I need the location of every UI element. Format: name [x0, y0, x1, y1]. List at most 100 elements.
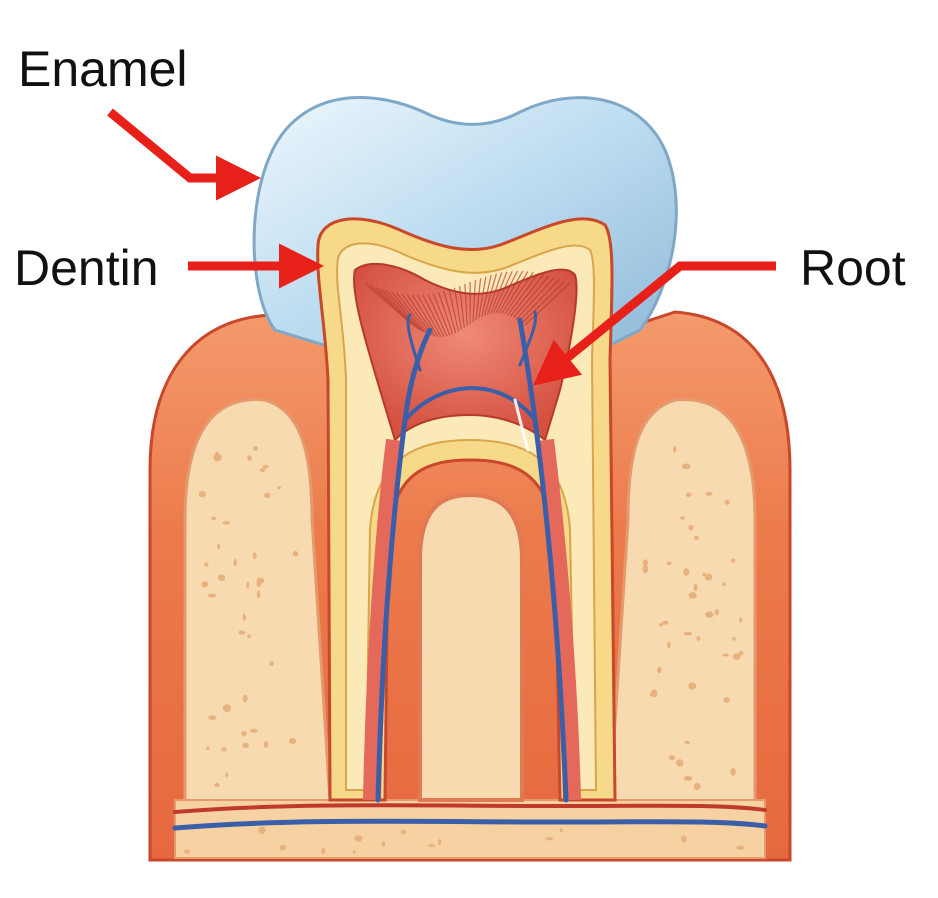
pulp-striation [390, 291, 428, 335]
bone-pore [217, 543, 221, 550]
bone-pore [354, 835, 363, 842]
bone-pore [225, 772, 229, 778]
bone-pore [381, 841, 386, 847]
bone-pore [683, 776, 693, 781]
bone-pore [739, 617, 743, 623]
bone-pore [198, 490, 206, 498]
bone-pore [279, 844, 286, 851]
arrow-root [533, 261, 776, 386]
arrow-enamel [107, 108, 261, 201]
bone-pore [252, 552, 257, 559]
bone-pore [736, 845, 745, 850]
root-canal-left [363, 438, 404, 801]
pulp-striation [524, 282, 571, 326]
bone-pore [545, 837, 554, 841]
pulp-striation [515, 276, 555, 320]
pulp-striation [385, 289, 425, 333]
pulp-striation [422, 294, 445, 338]
bone-pore [210, 516, 217, 521]
bone-pore [264, 492, 271, 498]
bone-pore [183, 849, 191, 854]
bone-pore [705, 611, 714, 618]
bone-pore [738, 650, 744, 656]
pulp-striation [417, 294, 442, 338]
pulp-striation [504, 271, 534, 315]
pulp-striation [380, 288, 422, 332]
pulp-striation [501, 271, 529, 314]
pulp-striation [396, 292, 431, 336]
bone-pore [214, 782, 220, 788]
bone-pore [204, 562, 209, 567]
bone-pore [683, 631, 693, 636]
pulp-striation [507, 272, 539, 316]
pulp-striation [427, 293, 448, 337]
bone-pore [201, 581, 209, 588]
bone-pore [702, 572, 706, 577]
pulp-striation [432, 293, 451, 336]
pulp-striation [518, 278, 560, 322]
bone-pore [222, 704, 232, 713]
pulp-striation [521, 280, 566, 324]
pulp-striation [512, 275, 550, 319]
bone-pore [685, 492, 692, 498]
bone-pore [658, 623, 664, 627]
bone-pore [253, 446, 258, 451]
bone-pore [662, 620, 669, 625]
bone-pore [400, 829, 407, 835]
bone-pore [269, 661, 275, 667]
bone-pore [247, 455, 252, 461]
bone-pore [208, 715, 217, 720]
bone-pore [657, 666, 662, 674]
pulp-striation [453, 287, 462, 330]
bone-pore [683, 568, 690, 576]
pulp-striation [478, 276, 487, 319]
bone-pore [723, 697, 730, 703]
bone-pore [693, 583, 698, 592]
bone-pore [247, 634, 251, 639]
bone-pore [207, 593, 217, 598]
bone-right [608, 398, 757, 842]
bone-pore [238, 630, 246, 635]
bone-pore [642, 565, 649, 574]
bone-pore [714, 609, 720, 616]
root-canal-right [536, 438, 581, 801]
bone-pore [696, 636, 701, 641]
bone-pore [732, 653, 741, 660]
bone-pore [233, 558, 237, 567]
pulp-striation [375, 286, 419, 330]
bone-pore [688, 592, 697, 599]
label-dentin: Dentin [14, 240, 159, 296]
pulp-striation [472, 280, 476, 323]
bone-pore [289, 738, 297, 745]
pulp-striation [448, 289, 460, 332]
label-enamel-group: Enamel [18, 41, 261, 201]
label-enamel: Enamel [18, 41, 188, 97]
bone-pore [206, 746, 210, 751]
bone-pore [262, 464, 269, 469]
pulp-striation [475, 278, 482, 321]
pulp-striation [464, 283, 468, 327]
pulp-striation [483, 273, 497, 316]
bone-pore [259, 468, 266, 473]
bone-pore [642, 559, 648, 567]
pulp-striation [492, 270, 513, 314]
inter-root-bone [418, 492, 524, 802]
bone-pore [352, 850, 356, 854]
bone-pore [249, 728, 258, 733]
bone-pore [277, 486, 282, 490]
pulp-striation [489, 271, 508, 315]
pulp-striation [438, 292, 454, 335]
bone-pore [246, 581, 250, 589]
bone-pore [730, 767, 736, 776]
bone-pore [438, 838, 442, 846]
bone-pore [673, 446, 677, 453]
bone-pore [688, 524, 694, 531]
pulp-striation [498, 270, 524, 314]
bone-pore [705, 492, 713, 496]
bone-pore [241, 730, 247, 737]
bone-pore [256, 590, 261, 599]
bone-pore [559, 828, 563, 833]
bone-pore [221, 747, 227, 752]
bone-pore [688, 682, 697, 690]
bone-pore [681, 835, 687, 843]
